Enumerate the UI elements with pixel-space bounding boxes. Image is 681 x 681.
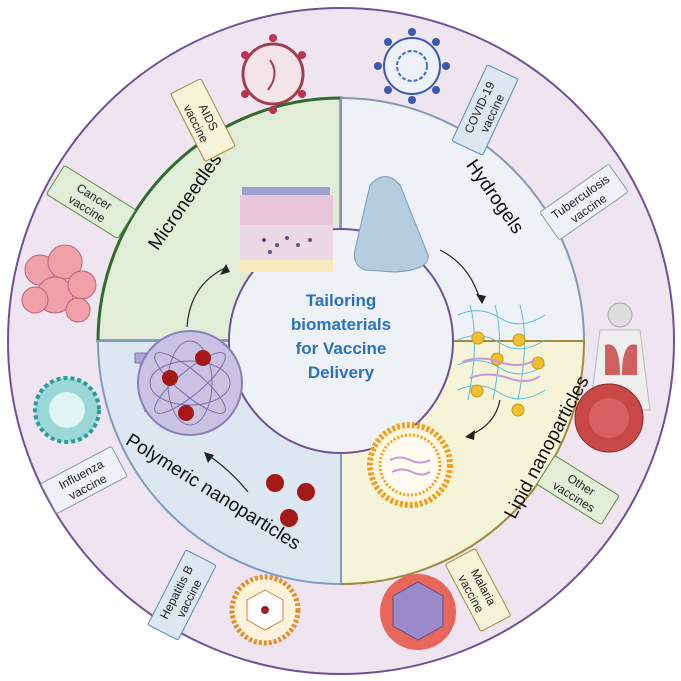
free-particles-icon bbox=[266, 474, 315, 527]
arrowhead-icon bbox=[204, 452, 214, 463]
cancer-vaccine-label: Cancer vaccine bbox=[46, 165, 136, 239]
hydrogel-blob-icon bbox=[354, 176, 429, 273]
arrow-icon bbox=[186, 267, 226, 328]
center-title-line: biomaterials bbox=[291, 315, 391, 334]
center-circle bbox=[228, 228, 454, 454]
hiv-virus-icon bbox=[241, 34, 306, 114]
cancer-cells-icon bbox=[21, 244, 97, 323]
skin-layers-icon bbox=[240, 187, 333, 272]
lipid-nanoparticle-icon bbox=[367, 422, 453, 508]
malaria-vaccine-label: Malaria vaccine bbox=[445, 548, 511, 632]
polymeric-nanoparticle-icon bbox=[137, 330, 243, 436]
tuberculosis-patient-icon bbox=[589, 302, 651, 411]
center-title-line: for Vaccine bbox=[296, 339, 387, 358]
coronavirus-icon bbox=[374, 28, 450, 104]
arrowhead-icon bbox=[476, 294, 486, 304]
mrna-strands-icon bbox=[461, 357, 541, 382]
arrowhead-icon bbox=[465, 430, 475, 440]
hepatitis-b-virus-icon bbox=[229, 574, 301, 646]
malaria-cell-icon bbox=[380, 574, 456, 650]
center-title-line: Tailoring bbox=[306, 291, 377, 310]
arrow-icon bbox=[439, 249, 481, 301]
influenza-vaccine-label: Influenza vaccine bbox=[40, 446, 128, 514]
center-title-line: Delivery bbox=[308, 363, 375, 382]
other-pathogen-icon bbox=[574, 383, 644, 453]
influenza-virus-icon bbox=[33, 376, 101, 444]
arrowhead-icon bbox=[220, 264, 230, 275]
